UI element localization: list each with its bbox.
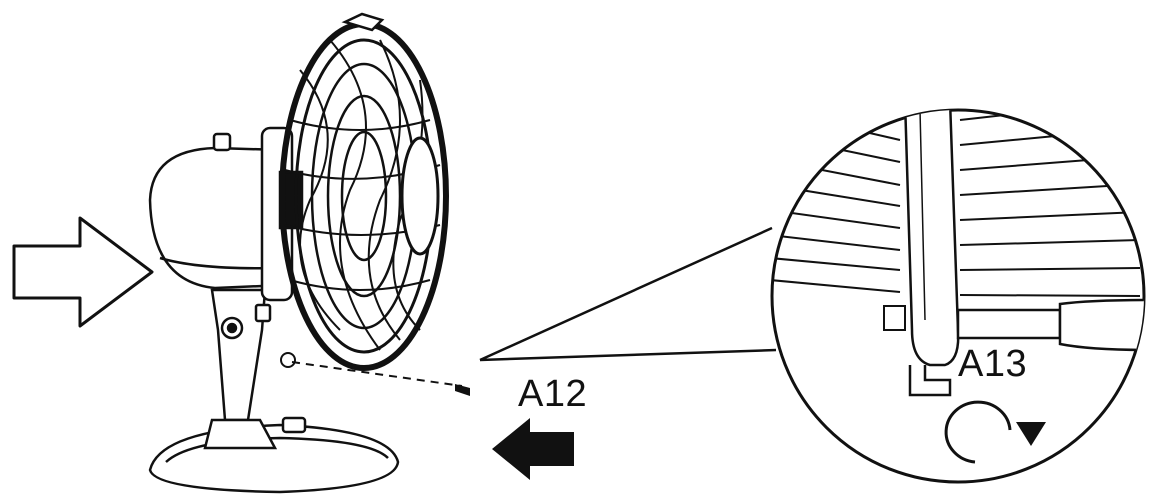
label-a13: A13 [958,343,1028,385]
magnified-detail [770,108,1146,484]
label-a12: A12 [518,373,588,415]
zoom-callout [479,226,777,362]
fan-base [148,416,400,494]
fan-guard [279,12,449,371]
screw-path [280,352,470,396]
fan-stand [203,288,278,450]
motor-housing [148,126,304,302]
push-arrow-icon [12,216,154,328]
pull-arrow-icon [492,418,574,480]
rotate-clockwise-icon [944,400,1046,464]
